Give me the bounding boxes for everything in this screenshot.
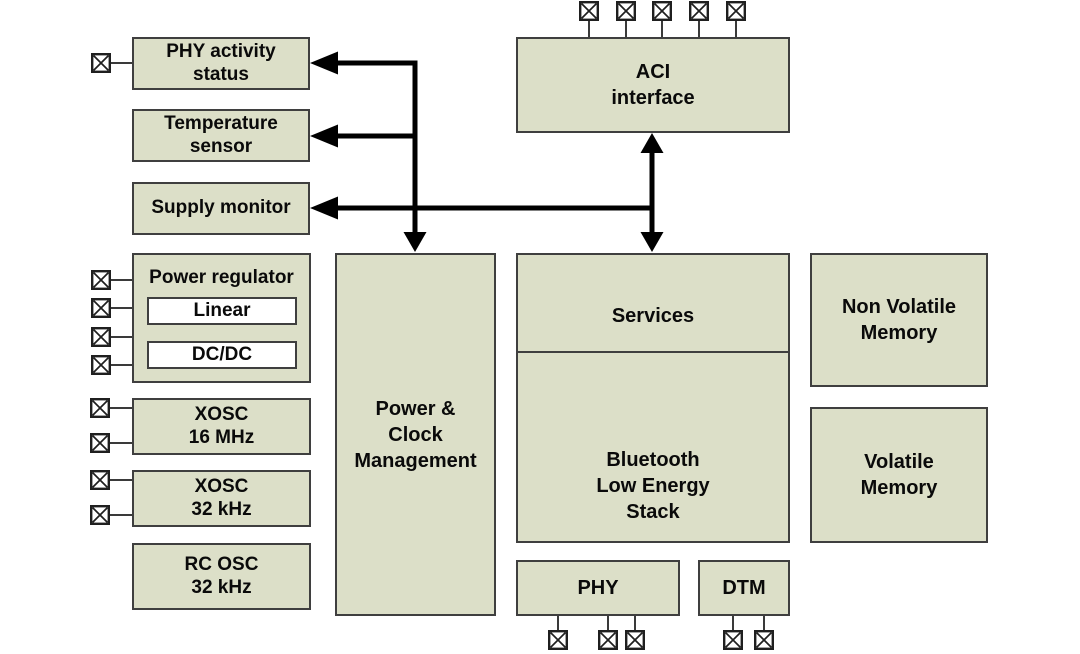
- pin-icon: [548, 630, 568, 650]
- power-regulator-label: Power regulator: [149, 267, 294, 288]
- pin-icon: [726, 1, 746, 22]
- block-bluetooth-low-energy-stack: Bluetooth Low Energy Stack: [596, 449, 710, 523]
- pin-icon: [616, 1, 636, 22]
- block-power-clock-management: Power & Clock Management: [335, 253, 496, 616]
- pin-icon: [625, 630, 645, 650]
- pin-icon: [723, 630, 743, 650]
- block-non-volatile-memory: Non Volatile Memory: [810, 253, 988, 387]
- pin-icon: [579, 1, 599, 22]
- pin-icon: [90, 327, 112, 347]
- block-services: Services: [518, 281, 788, 353]
- block-temperature-sensor: Temperature sensor: [132, 109, 310, 162]
- block-dtm: DTM: [698, 560, 790, 616]
- arrowhead-to-phy-activity: [310, 51, 338, 75]
- block-volatile-memory: Volatile Memory: [810, 407, 988, 543]
- pin-icon: [90, 298, 112, 318]
- arrowhead-to-aci-interface: [640, 133, 664, 153]
- pin-icon: [89, 398, 111, 418]
- block-power-regulator: Power regulator Linear DC/DC: [132, 253, 311, 383]
- pin-icon: [89, 505, 111, 525]
- arrowhead-to-services: [640, 232, 664, 252]
- block-xosc-16mhz: XOSC 16 MHz: [132, 398, 311, 455]
- pin-icon: [89, 470, 111, 490]
- block-dcdc-regulator: DC/DC: [147, 341, 297, 369]
- arrowhead-to-temperature-sensor: [310, 124, 338, 148]
- block-aci-interface: ACI interface: [516, 37, 790, 133]
- block-linear-regulator: Linear: [147, 297, 297, 325]
- pin-icon: [754, 630, 774, 650]
- arrowhead-to-power-clock-management: [403, 232, 427, 252]
- pin-icon: [90, 355, 112, 375]
- pin-icon: [652, 1, 672, 22]
- block-rc-osc-32khz: RC OSC 32 kHz: [132, 543, 311, 610]
- block-ble-stack-container: Services Bluetooth Low Energy Stack: [516, 253, 790, 543]
- pin-icon: [90, 53, 112, 74]
- block-xosc-32khz: XOSC 32 kHz: [132, 470, 311, 527]
- pin-icon: [689, 1, 709, 22]
- pin-icon: [90, 270, 112, 290]
- pin-icon: [89, 433, 111, 453]
- pin-icon: [598, 630, 618, 650]
- block-supply-monitor: Supply monitor: [132, 182, 310, 235]
- arrowhead-to-supply-monitor: [310, 196, 338, 220]
- block-phy: PHY: [516, 560, 680, 616]
- block-phy-activity-status: PHY activity status: [132, 37, 310, 90]
